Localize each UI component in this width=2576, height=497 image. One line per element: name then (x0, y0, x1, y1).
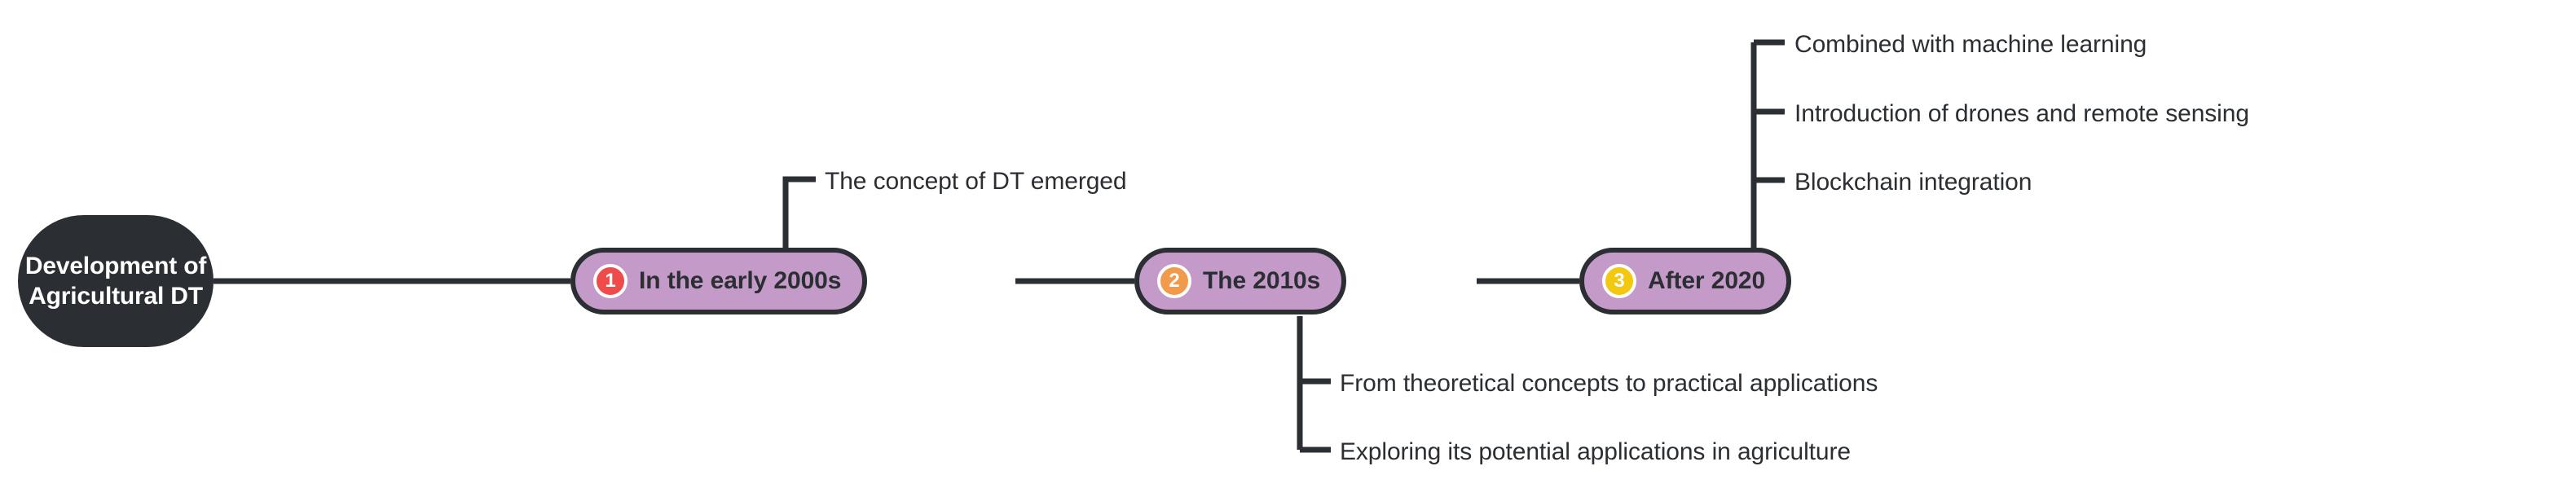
branch-node-1[interactable]: 1 In the early 2000s (570, 248, 868, 314)
branch-node-2[interactable]: 2 The 2010s (1134, 248, 1347, 314)
leaf-node-2-item-2[interactable]: Exploring its potential applications in … (1340, 438, 1851, 465)
root-node-label-line1: Development of (24, 252, 207, 279)
branch-node-2-label: The 2010s (1203, 267, 1321, 294)
branch-node-3-label: After 2020 (1648, 267, 1766, 294)
leaf-node-3-item-2[interactable]: Introduction of drones and remote sensin… (1794, 100, 2249, 127)
root-node[interactable]: Development of Agricultural DT (18, 215, 214, 347)
edge-node-1-leaf-spine (782, 176, 816, 254)
branch-number-badge-1: 1 (593, 264, 627, 298)
leaf-node-2-item-1[interactable]: From theoretical concepts to practical a… (1340, 370, 1878, 397)
branch-node-3[interactable]: 3 After 2020 (1579, 248, 1792, 314)
root-node-label-line2: Agricultural DT (29, 283, 203, 310)
branch-number-badge-3: 3 (1602, 264, 1636, 298)
branch-number-badge-2: 2 (1157, 264, 1191, 298)
leaf-node-3-item-3[interactable]: Blockchain integration (1794, 169, 2032, 196)
leaf-node-1-item-1[interactable]: The concept of DT emerged (825, 168, 1127, 195)
branch-node-1-label: In the early 2000s (639, 267, 842, 294)
leaf-node-3-item-1[interactable]: Combined with machine learning (1794, 31, 2147, 58)
